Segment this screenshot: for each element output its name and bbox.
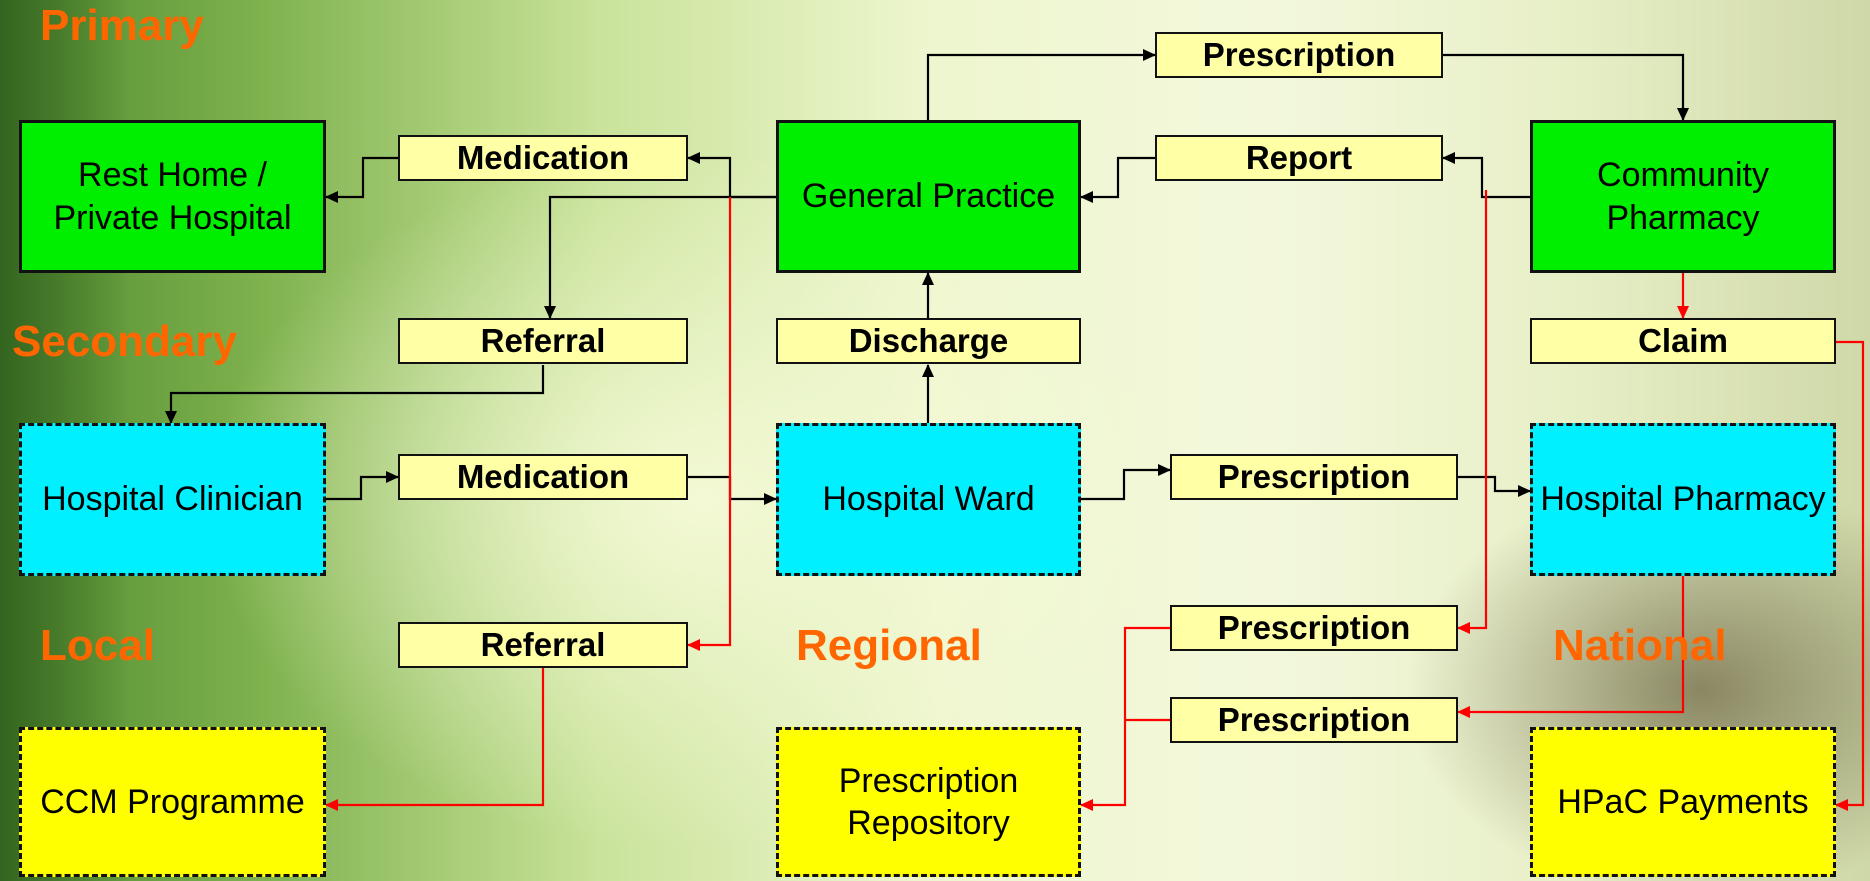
ward-to-prescription <box>1081 464 1171 501</box>
level-local: Local <box>40 621 155 670</box>
flow-claim: Claim <box>1530 318 1836 364</box>
medication-to-ward <box>688 475 777 505</box>
gp-to-referral <box>544 195 776 319</box>
node-hospital-clinician: Hospital Clinician <box>19 423 326 576</box>
level-regional: Regional <box>796 621 982 670</box>
flow-medication-mid: Medication <box>398 454 688 500</box>
node-community-pharmacy: Community Pharmacy <box>1530 120 1836 273</box>
report-to-gp <box>1080 156 1155 203</box>
flow-prescription-top: Prescription <box>1155 32 1443 78</box>
medication-to-rest-home <box>325 156 398 203</box>
prescription-to-community-pharmacy <box>1443 53 1689 121</box>
flow-prescription-low1: Prescription <box>1170 605 1458 651</box>
level-primary: Primary <box>40 1 204 50</box>
claim-to-hpac <box>1835 340 1865 811</box>
node-general-practice: General Practice <box>776 120 1081 273</box>
referral-to-ccm <box>325 668 545 811</box>
clinician-to-medication <box>326 471 399 501</box>
node-hospital-ward: Hospital Ward <box>776 423 1081 576</box>
gp-to-medication <box>687 152 776 199</box>
node-prescription-repository: Prescription Repository <box>776 727 1081 877</box>
flow-prescription-mid: Prescription <box>1170 454 1458 500</box>
level-national: National <box>1553 621 1727 670</box>
flow-referral-local: Referral <box>398 622 688 668</box>
node-hospital-pharmacy: Hospital Pharmacy <box>1530 423 1836 576</box>
flow-discharge: Discharge <box>776 318 1081 364</box>
level-secondary: Secondary <box>12 317 237 366</box>
referral-to-clinician <box>165 365 545 424</box>
gp-to-prescription <box>926 49 1156 120</box>
prescription-low1-to-repository <box>1080 626 1170 811</box>
hospital-pharmacy-to-prescription-low <box>1457 576 1685 718</box>
flow-medication-top: Medication <box>398 135 688 181</box>
flow-prescription-low2: Prescription <box>1170 697 1458 743</box>
flow-referral-secondary: Referral <box>398 318 688 364</box>
prescription-to-hospital-pharmacy <box>1458 475 1531 497</box>
node-rest-home: Rest Home / Private Hospital <box>19 120 326 273</box>
gp-to-referral-local <box>687 197 732 651</box>
flow-report: Report <box>1155 135 1443 181</box>
node-ccm-programme: CCM Programme <box>19 727 326 877</box>
report-to-prescription-low <box>1457 190 1488 634</box>
node-hpac-payments: HPaC Payments <box>1530 727 1836 877</box>
community-pharmacy-to-report <box>1442 152 1530 199</box>
